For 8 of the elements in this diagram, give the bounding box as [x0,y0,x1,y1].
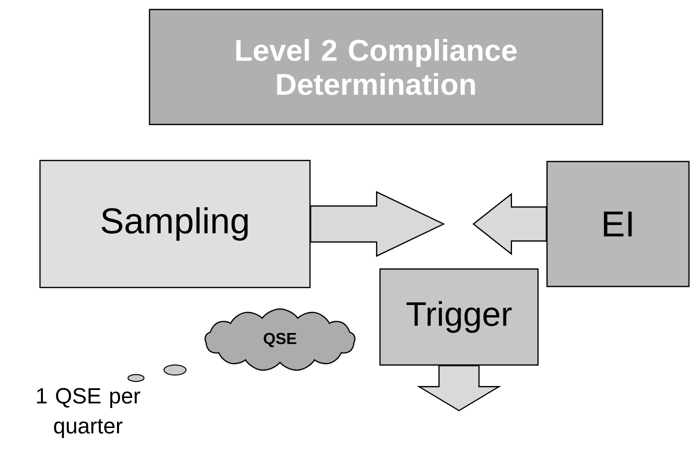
process-box: EI [546,160,690,288]
process-box: Trigger [379,268,539,366]
title-box: Level 2 Compliance Determination [148,8,604,126]
process-box: Sampling [39,160,311,288]
block-arrow [416,365,502,412]
note-text: 1 QSE per quarter [37,388,140,438]
block-arrow [472,192,547,256]
block-arrow [310,191,445,257]
